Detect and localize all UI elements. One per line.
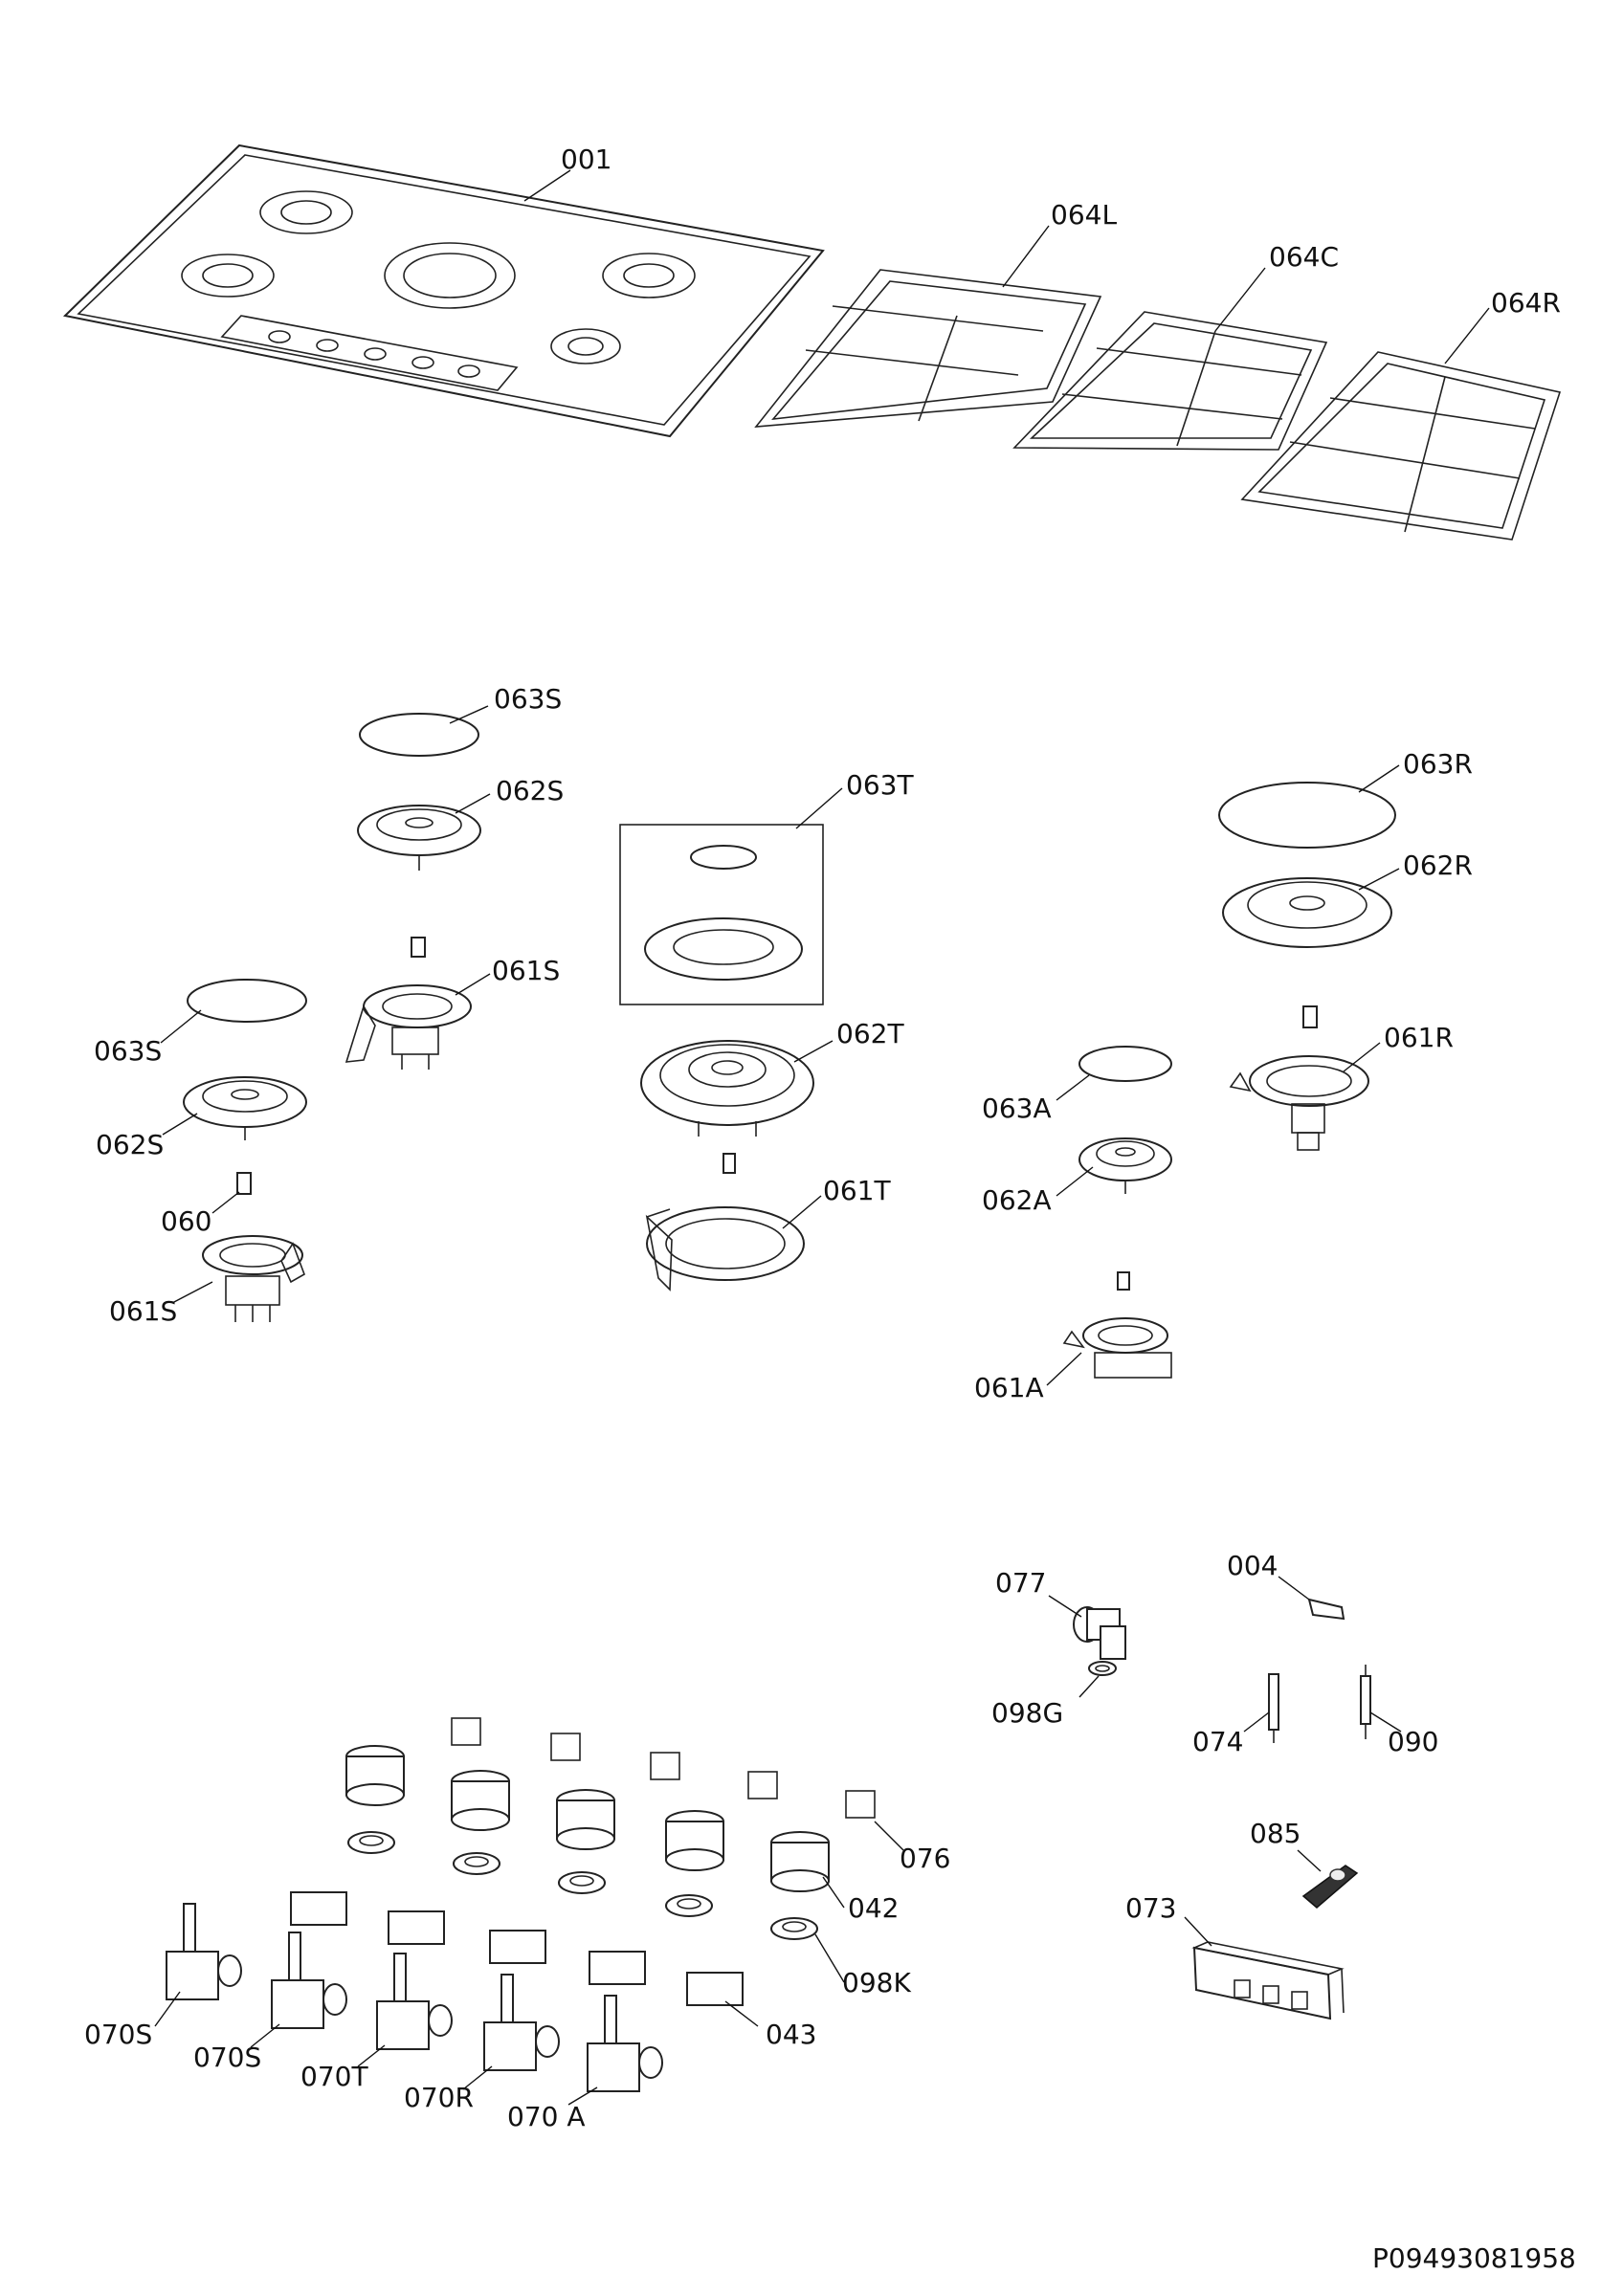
label-062T: 062T bbox=[836, 1018, 904, 1049]
burner-head-t-part bbox=[640, 1040, 814, 1137]
label-062R: 062R bbox=[1403, 850, 1473, 881]
burner-cap-r-part bbox=[1218, 782, 1396, 849]
label-064R: 064R bbox=[1491, 287, 1561, 319]
thermocouple-part bbox=[1268, 1673, 1279, 1743]
label-061R: 061R bbox=[1384, 1022, 1454, 1053]
label-061S-top: 061S bbox=[492, 955, 560, 986]
label-063T: 063T bbox=[846, 769, 914, 801]
label-063S-left: 063S bbox=[94, 1035, 162, 1067]
label-061S-left: 061S bbox=[109, 1295, 177, 1327]
label-076: 076 bbox=[900, 1843, 950, 1874]
label-061T: 061T bbox=[823, 1175, 891, 1206]
document-code: P09493081958 bbox=[1372, 2242, 1576, 2274]
label-070T: 070T bbox=[300, 2061, 368, 2092]
label-004: 004 bbox=[1227, 1550, 1278, 1581]
label-077: 077 bbox=[995, 1567, 1046, 1599]
switches-part bbox=[290, 1891, 744, 2006]
label-098K: 098K bbox=[842, 1967, 911, 1998]
label-090: 090 bbox=[1388, 1726, 1438, 1757]
burner-base-a-part bbox=[1062, 1271, 1172, 1379]
label-062S-top: 062S bbox=[496, 775, 564, 806]
label-064C: 064C bbox=[1269, 241, 1339, 273]
label-074: 074 bbox=[1192, 1726, 1243, 1757]
label-063R: 063R bbox=[1403, 748, 1473, 780]
label-098G: 098G bbox=[991, 1697, 1063, 1729]
burner-head-s-top-part bbox=[357, 805, 481, 871]
label-063A: 063A bbox=[982, 1093, 1052, 1124]
burner-head-s-left-part bbox=[183, 1076, 307, 1140]
switch-clips-part bbox=[451, 1717, 876, 1819]
label-001: 001 bbox=[561, 144, 611, 175]
label-043: 043 bbox=[766, 2019, 816, 2050]
holder-part bbox=[1301, 1865, 1359, 1909]
gas-taps-part bbox=[166, 1903, 663, 2092]
burner-cap-s-top-part bbox=[359, 713, 479, 757]
burner-base-s-top-part bbox=[345, 937, 472, 1070]
label-064L: 064L bbox=[1051, 199, 1117, 231]
label-042: 042 bbox=[848, 1892, 899, 1924]
leader-lines bbox=[154, 169, 1490, 2106]
label-070S-1: 070S bbox=[84, 2019, 152, 2050]
clip-part bbox=[1307, 1598, 1345, 1621]
label-061A: 061A bbox=[974, 1372, 1044, 1403]
pan-support-center-part bbox=[1012, 311, 1328, 451]
hob-top-part bbox=[62, 144, 825, 438]
burner-base-t-part bbox=[645, 1153, 805, 1292]
label-085: 085 bbox=[1250, 1818, 1301, 1849]
burner-cap-s-left-part bbox=[187, 979, 307, 1023]
burner-cap-a-part bbox=[1078, 1046, 1172, 1082]
burner-base-s-left-part bbox=[202, 1235, 305, 1322]
label-062S-left: 062S bbox=[96, 1129, 164, 1160]
pan-support-right-part bbox=[1240, 351, 1562, 541]
knob-seals-part bbox=[347, 1831, 818, 1940]
knobs-part bbox=[345, 1745, 830, 1892]
plug-part bbox=[1360, 1665, 1371, 1739]
elbow-seal-part bbox=[1088, 1661, 1117, 1676]
burner-base-r-part bbox=[1229, 1005, 1369, 1151]
generator-part bbox=[1191, 1941, 1345, 2020]
label-070S-2: 070S bbox=[193, 2042, 261, 2073]
label-063S-top: 063S bbox=[494, 683, 562, 715]
label-062A: 062A bbox=[982, 1184, 1052, 1216]
pan-support-left-part bbox=[754, 269, 1102, 428]
elbow-part bbox=[1073, 1606, 1126, 1660]
label-070A: 070 A bbox=[507, 2101, 586, 2132]
label-060: 060 bbox=[161, 1205, 211, 1237]
injector-part bbox=[236, 1172, 252, 1195]
burner-cap-t-frame-part bbox=[619, 824, 824, 1005]
label-073: 073 bbox=[1125, 1892, 1176, 1924]
burner-head-r-part bbox=[1222, 877, 1392, 948]
label-070R: 070R bbox=[404, 2082, 474, 2113]
burner-head-a-part bbox=[1078, 1137, 1172, 1194]
